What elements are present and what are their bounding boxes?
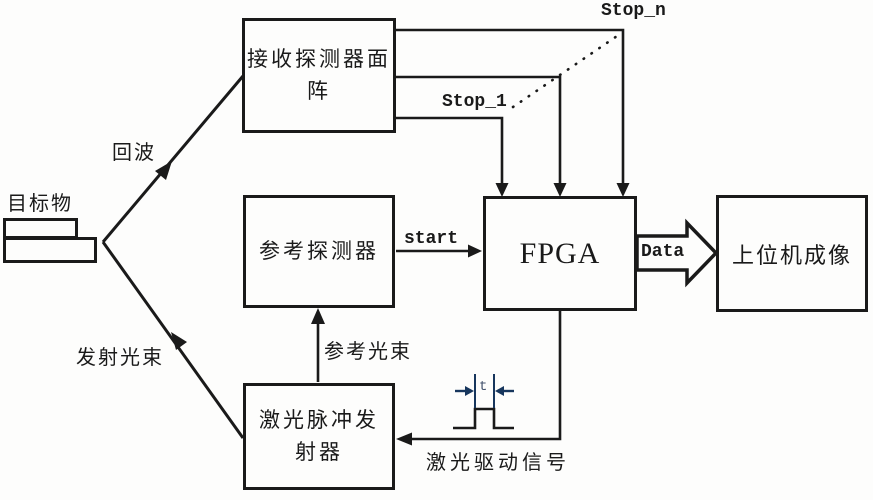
stop-1-line-arrow	[396, 116, 509, 197]
stop-n-line-arrow	[396, 28, 630, 197]
data-label: Data	[641, 242, 685, 262]
start-label: start	[404, 229, 459, 249]
start-arrow	[396, 244, 482, 258]
receiver-detector-array-label: 接收探测器面阵	[247, 47, 391, 103]
emit-beam-line-arrow	[101, 241, 245, 439]
receiver-detector-array-box: 接收探测器面阵	[242, 18, 396, 133]
target-object-block-top	[3, 218, 78, 239]
host-imaging-label: 上位机成像	[731, 242, 852, 268]
ref-beam-arrow	[311, 308, 325, 382]
ref-beam-label: 参考光束	[324, 341, 412, 363]
stop-1-label: Stop_1	[442, 92, 507, 112]
stop-mid-line-arrow	[396, 75, 567, 197]
data-block-arrow	[635, 218, 719, 288]
echo-line-arrow	[101, 75, 245, 243]
echo-label: 回波	[112, 142, 156, 164]
laser-drive-line-arrow	[396, 311, 562, 446]
laser-drive-signal-label: 激光驱动信号	[426, 452, 570, 474]
reference-detector-label: 参考探测器	[259, 238, 379, 263]
fpga-box: FPGA	[483, 196, 637, 311]
reference-detector-box: 参考探测器	[243, 195, 395, 308]
laser-pulse-transmitter-label: 激光脉冲发射器	[259, 408, 379, 464]
stop-ellipsis-dotted-line	[511, 32, 622, 109]
host-imaging-box: 上位机成像	[716, 195, 868, 312]
stop-n-label: Stop_n	[601, 1, 666, 21]
target-object-label: 目标物	[7, 193, 73, 215]
pulse-width-markers	[455, 374, 514, 408]
target-object-block-bottom	[3, 237, 97, 263]
pulse-waveform	[453, 407, 514, 430]
laser-pulse-transmitter-box: 激光脉冲发射器	[243, 383, 395, 490]
emit-beam-label: 发射光束	[76, 347, 164, 369]
fpga-label: FPGA	[519, 236, 601, 270]
pulse-width-t-label: t	[479, 379, 488, 395]
